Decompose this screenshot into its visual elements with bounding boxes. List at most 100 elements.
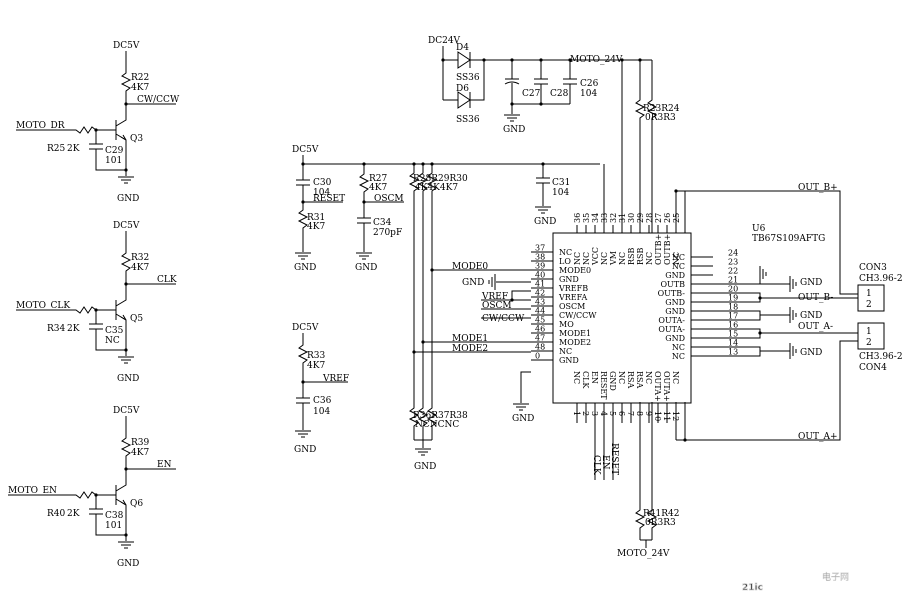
ic-pin-number: 43 [535, 298, 545, 307]
ic-ref: U6 [752, 224, 766, 234]
watermark-text: 电子网 [822, 571, 849, 583]
dc5v-label: DC5V [292, 323, 319, 333]
ic-pin-name: NC [672, 253, 685, 262]
d6-part: SS36 [456, 115, 480, 125]
ic-pin-name: LO [559, 257, 571, 266]
c28-ref: C28 [550, 89, 569, 99]
r27-ref: R27 [369, 174, 388, 184]
gnd-label: GND [800, 311, 822, 321]
mode-pullup-refs: R28R29R30 [413, 174, 468, 184]
cwccw-net-label: CW/CCW [482, 314, 525, 324]
gnd-label: GND [800, 278, 822, 288]
cap-value: 101 [105, 156, 122, 166]
ic-pin-name: MODE2 [559, 338, 591, 347]
ic-pin-number: 17 [728, 312, 738, 321]
ic-pin-name: NC [617, 371, 626, 384]
ic-pin-name: OUTA- [658, 325, 685, 334]
cap-ref: C29 [105, 146, 124, 156]
c36-value: 104 [313, 407, 330, 417]
ic-pin-name: GND [665, 334, 685, 343]
ic-pin-number: 46 [535, 325, 545, 334]
pullup-resistor [120, 51, 132, 104]
pullup-value: 4K7 [131, 263, 149, 273]
vref-net-label: VREF [322, 374, 349, 384]
ic-pin-name: RSB [636, 247, 645, 265]
ic-pin-number: 33 [600, 213, 609, 223]
ic-pin-name: EN [590, 371, 599, 384]
pullup-resistor [120, 416, 132, 469]
gnd-label: GND [355, 263, 377, 273]
en-net-label: EN [600, 455, 610, 470]
ic-pin-name: RSA [635, 371, 644, 389]
ic-pin-number: 34 [591, 213, 600, 223]
mode-pullup-values: 4K4K4K7 [415, 183, 458, 193]
ic-part-number: TB67S109AFTG [752, 234, 825, 244]
ic-pin-number: 39 [535, 262, 545, 271]
d6-ref: D6 [456, 84, 469, 94]
gnd-label: GND [800, 348, 822, 358]
base-res-ref: R40 [47, 509, 66, 519]
con3-ref: CON3 [859, 263, 887, 273]
ic-pin-number: 48 [535, 343, 545, 352]
output-net-label: CW/CCW [137, 95, 180, 105]
ic-pin-name: NC [559, 347, 572, 356]
r31-ref: R31 [307, 213, 325, 223]
rsa-resistor-refs: R41R42 [643, 509, 679, 519]
ic-pin-name: VREFB [558, 284, 588, 293]
ic-pin-number: 16 [728, 321, 738, 330]
con4-part: CH3.96-2P [859, 352, 902, 362]
ic-pin-name: CW/CCW [559, 311, 597, 320]
cap-ref: C35 [105, 326, 124, 336]
ic-pin-name: RSA [626, 371, 635, 389]
ic-pin-number: 11 [662, 411, 671, 421]
ic-pin-number: 4 [599, 411, 608, 416]
con4-pin1: 1 [866, 327, 872, 337]
power-input-circuit: DC24V D4 SS36 D6 SS36 MOTO_24V C27 C28 C… [428, 36, 652, 233]
ic-pin-number: 47 [535, 334, 545, 343]
gnd-label: GND [294, 445, 316, 455]
filter-capacitor [89, 495, 126, 536]
ic-pin-number: 21 [728, 276, 738, 285]
mode-pulldown-values: NCNCNC [415, 420, 459, 430]
pullup-value: 4K7 [131, 83, 149, 93]
ic-pin-name: OUTB+ [663, 234, 672, 265]
base-res-value: 2K [67, 144, 80, 154]
ic-pin-number: 40 [535, 271, 545, 280]
ic-pin-number: 31 [618, 213, 627, 223]
emitter-arrow [120, 314, 127, 321]
con4-pin2: 2 [866, 338, 872, 348]
dc5v-label: DC5V [113, 41, 140, 51]
con3-pin1: 1 [866, 289, 872, 299]
base-res-value: 2K [67, 509, 80, 519]
pullup-ref: R39 [131, 438, 150, 448]
ic-pin-name: GND [608, 371, 617, 391]
ic-pin-name: NC [672, 343, 685, 352]
ic-pin-number: 45 [535, 316, 545, 325]
filter-capacitor [89, 310, 126, 351]
cap-value: 101 [105, 521, 122, 531]
ground-symbol [118, 541, 134, 549]
ic-pin-name: GND [559, 275, 579, 284]
ic-pin-name: OUTB+ [654, 234, 663, 265]
input-net-label: MOTO_EN [8, 486, 57, 496]
ic-pin-number: 3 [590, 411, 599, 416]
dc24v-label: DC24V [428, 36, 461, 46]
ic-pin-number: 7 [626, 411, 635, 416]
ic-pin-number: 36 [573, 213, 582, 223]
base-res-value: 2K [67, 324, 80, 334]
transistor-ref: Q3 [130, 134, 143, 144]
ic-pin-name: MODE0 [559, 266, 591, 275]
emitter-arrow [120, 499, 127, 506]
ic-pin-number: 18 [728, 303, 738, 312]
c26-ref: C26 [580, 79, 599, 89]
ic-pin-name: NC [600, 252, 609, 265]
ic-pin-number: 0 [535, 352, 540, 361]
mode-resistor-network: R28R29R30 4K4K4K7 R36R37R38 NCNCNC GND M… [408, 164, 531, 472]
gnd-label: GND [117, 559, 139, 569]
ic-pin-number: 1 [572, 411, 581, 416]
con4-ref: CON4 [859, 363, 887, 373]
ic-pin-number: 9 [644, 411, 653, 416]
